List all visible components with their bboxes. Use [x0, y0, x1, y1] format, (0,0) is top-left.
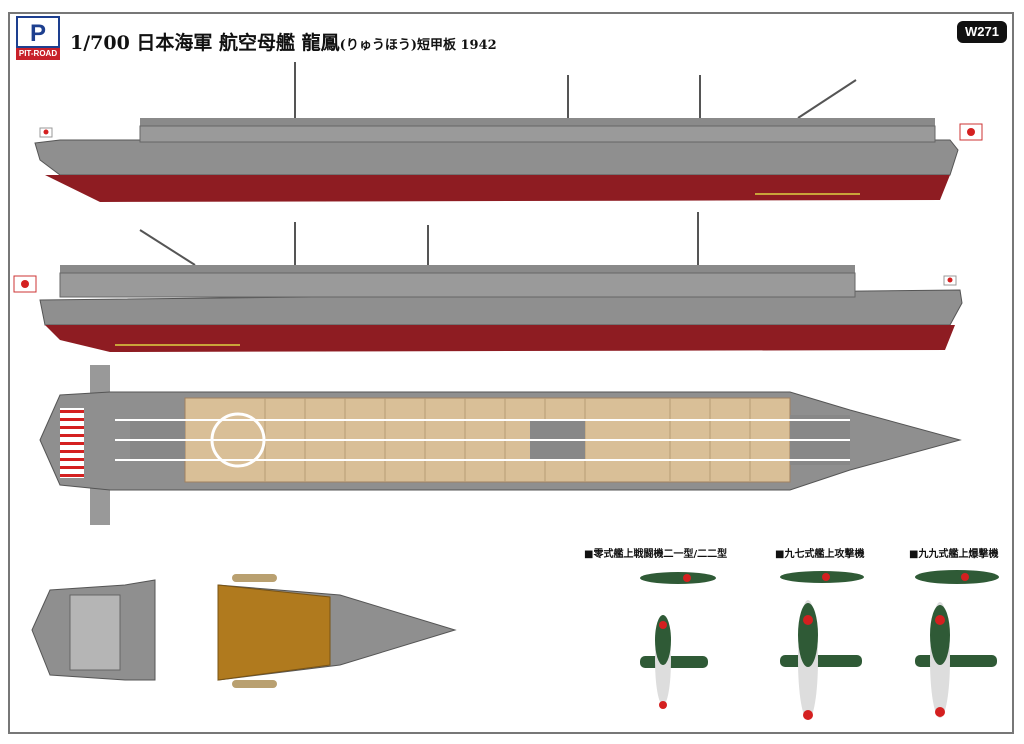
pit-road-logo: P PIT-ROAD: [16, 16, 60, 60]
bow-detail-view: [217, 574, 457, 688]
product-code-badge: W271: [957, 21, 1007, 43]
kate-torpedo-bomber-top: [780, 600, 862, 720]
ship-side-view-port: [13, 212, 963, 352]
val-dive-bomber-side: [915, 570, 999, 584]
aircraft-drawings: [640, 570, 999, 720]
page-title: 1/700 日本海軍 航空母艦 龍鳳(りゅうほう)短甲板 1942: [70, 28, 497, 55]
logo-mark: P: [16, 16, 60, 48]
aircraft-label-val: ■九九式艦上爆撃機: [909, 549, 999, 560]
ship-top-view: [39, 365, 962, 525]
logo-text: PIT-ROAD: [16, 48, 60, 60]
zero-fighter-side: [640, 572, 716, 584]
sheet-frame: [8, 12, 1014, 734]
ship-side-view-starboard: [34, 62, 983, 202]
title-main: 1/700 日本海軍 航空母艦 龍鳳: [70, 32, 340, 54]
stern-detail-view: [31, 579, 156, 681]
zero-fighter-top: [640, 615, 708, 709]
kate-torpedo-bomber-side: [780, 571, 864, 583]
deck-stripes: [60, 408, 84, 478]
val-dive-bomber-top: [915, 602, 997, 718]
aircraft-label-zero: ■零式艦上戦闘機二一型/二二型: [584, 549, 728, 560]
aircraft-label-kate: ■九七式艦上攻撃機: [775, 549, 865, 560]
title-sub: (りゅうほう)短甲板 1942: [339, 38, 497, 53]
